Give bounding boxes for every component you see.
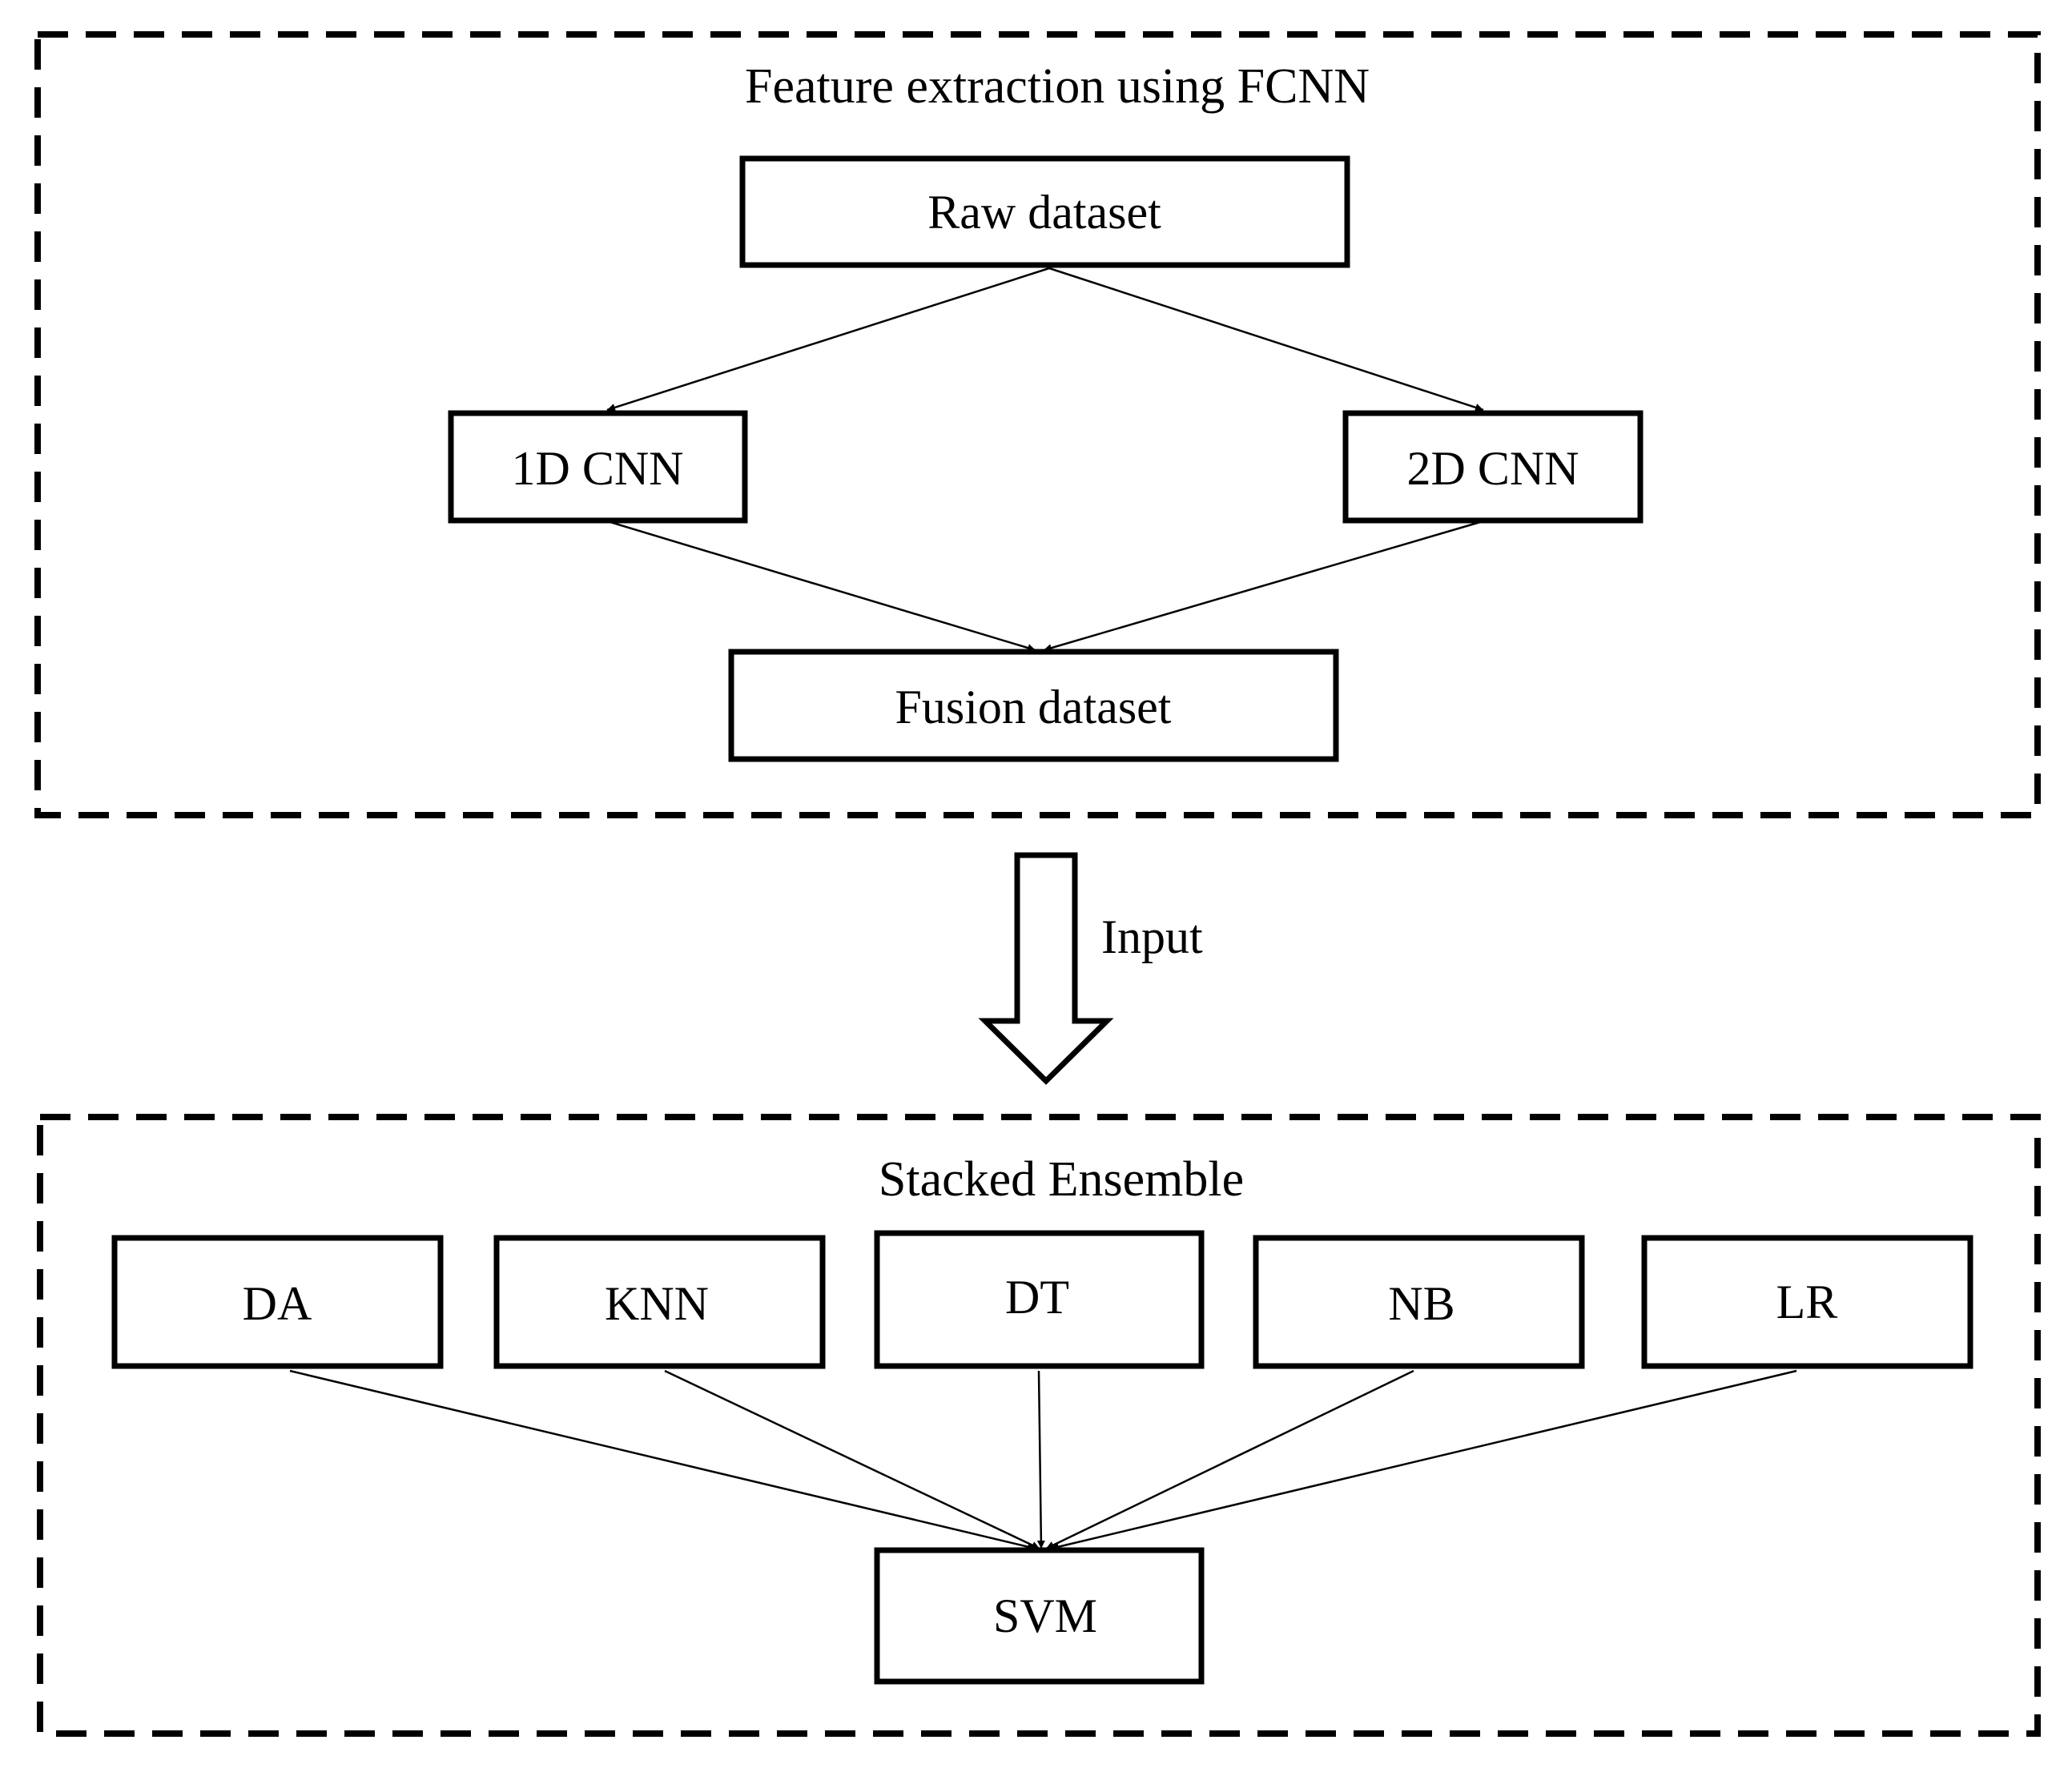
learner-dt-node: DT [874,1230,1205,1369]
edge-nb-to-svm [1045,1369,1414,1550]
edge-raw-to-1d-cnn [606,267,1050,412]
input-arrow-label: Input [1101,910,1203,963]
edge-dt-to-svm [1036,1370,1045,1549]
stacked-ensemble-frame [37,1114,2041,1737]
learner-da-node: DA [111,1235,444,1369]
learner-knn-label: KNN [605,1277,709,1330]
cnn-1d-node: 1D CNN [448,410,748,524]
edge-da-to-svm [289,1369,1036,1551]
edge-lr-to-svm [1050,1369,1797,1551]
fusion-dataset-label: Fusion dataset [895,681,1172,733]
edge-knn-to-svm [664,1369,1040,1550]
learner-da-label: DA [243,1277,312,1330]
cnn-2d-node: 2D CNN [1342,410,1644,524]
edge-raw-to-2d-cnn [1048,267,1484,412]
learner-nb-node: NB [1253,1235,1585,1369]
learner-dt-label: DT [1005,1271,1069,1324]
stacked-ensemble-title: Stacked Ensemble [879,1152,1244,1207]
learner-lr-node: LR [1641,1235,1973,1369]
raw-dataset-node: Raw dataset [739,155,1350,268]
learner-knn-node: KNN [493,1235,826,1369]
edge-2d-cnn-to-fusion [1043,519,1487,652]
meta-learner-svm-label: SVM [993,1589,1097,1642]
raw-dataset-label: Raw dataset [927,186,1161,239]
feature-extraction-frame [34,31,2041,818]
cnn-1d-label: 1D CNN [511,442,683,495]
edge-1d-cnn-to-fusion [604,519,1036,652]
input-arrow-icon [978,852,1114,1085]
feature-extraction-title: Feature extraction using FCNN [745,59,1370,114]
learner-nb-label: NB [1388,1277,1454,1330]
learner-lr-label: LR [1776,1276,1838,1328]
fusion-dataset-node: Fusion dataset [728,649,1339,762]
meta-learner-svm-node: SVM [874,1547,1205,1685]
cnn-2d-label: 2D CNN [1406,442,1579,495]
